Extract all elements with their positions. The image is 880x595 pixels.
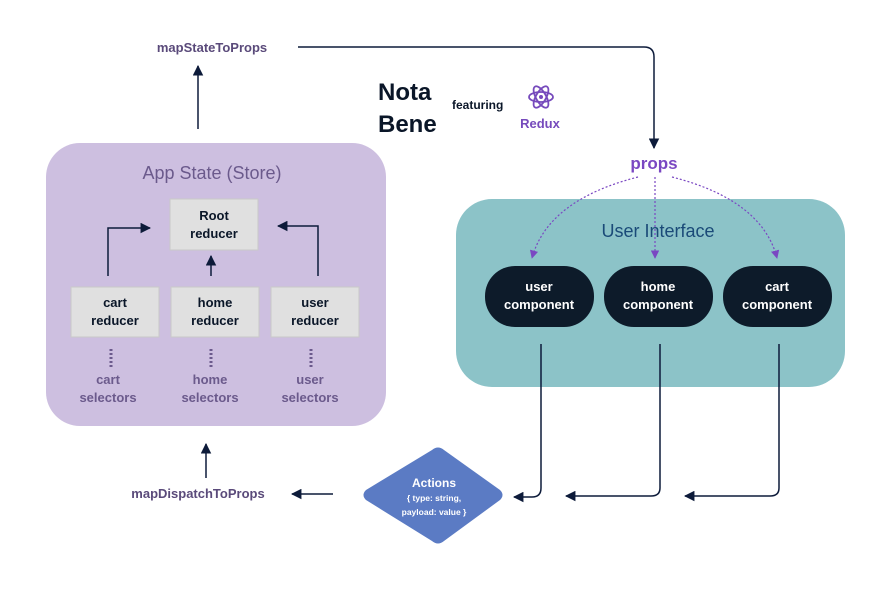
- title-nota: Nota: [378, 79, 432, 106]
- store-container: [46, 143, 386, 426]
- user-component-label-2: component: [504, 297, 575, 312]
- home-selectors-label-2: selectors: [181, 390, 238, 405]
- ui-title: User Interface: [601, 221, 714, 241]
- home-component-dispatch-arrow: [564, 344, 661, 502]
- user-selectors-label-2: selectors: [281, 390, 338, 405]
- cart-to-root-arrow: [107, 222, 152, 276]
- home-reducer-label-2: reducer: [191, 313, 239, 328]
- cart-selectors-label-1: cart: [96, 372, 121, 387]
- map-state-to-props-flow: [298, 46, 660, 150]
- user-component: user component: [485, 266, 594, 327]
- cart-component: cart component: [723, 266, 832, 327]
- root-reducer-label-2: reducer: [190, 226, 238, 241]
- map-state-to-props-label: mapStateToProps: [157, 40, 267, 55]
- title-bene: Bene: [378, 111, 437, 138]
- home-component: home component: [604, 266, 713, 327]
- user-component-label-1: user: [525, 279, 552, 294]
- root-reducer-box: Root reducer: [169, 198, 259, 251]
- user-to-root-arrow: [276, 220, 319, 276]
- props-to-cart-arrow: [671, 176, 780, 259]
- user-component-dispatch-arrow: [512, 344, 542, 503]
- cart-selectors-label-2: selectors: [79, 390, 136, 405]
- user-selectors-label-1: user: [296, 372, 323, 387]
- cart-reducer-label-1: cart: [103, 295, 128, 310]
- user-reducer-box: user reducer: [270, 286, 360, 338]
- home-reducer-label-1: home: [198, 295, 233, 310]
- user-reducer-label-2: reducer: [291, 313, 339, 328]
- props-label: props: [630, 154, 677, 173]
- redux-logo-icon: [528, 85, 554, 109]
- home-component-label-1: home: [641, 279, 676, 294]
- home-component-label-2: component: [623, 297, 694, 312]
- title-featuring: featuring: [452, 98, 503, 112]
- cart-reducer-box: cart reducer: [70, 286, 160, 338]
- root-reducer-label-1: Root: [199, 208, 229, 223]
- cart-component-label-2: component: [742, 297, 813, 312]
- user-reducer-label-1: user: [301, 295, 328, 310]
- cart-component-label-1: cart: [765, 279, 790, 294]
- home-reducer-box: home reducer: [170, 286, 260, 338]
- actions-line-2: payload: value }: [402, 507, 467, 517]
- title-redux: Redux: [520, 116, 561, 131]
- store-title: App State (Store): [142, 163, 281, 183]
- map-dispatch-to-props-label: mapDispatchToProps: [131, 486, 264, 501]
- actions-title: Actions: [412, 476, 456, 490]
- cart-component-dispatch-arrow: [683, 344, 780, 502]
- home-selectors-label-1: home: [193, 372, 228, 387]
- props-to-user-arrow: [529, 176, 639, 259]
- cart-reducer-label-2: reducer: [91, 313, 139, 328]
- actions-node: Actions { type: string, payload: value }: [363, 447, 503, 544]
- actions-line-1: { type: string,: [407, 493, 461, 503]
